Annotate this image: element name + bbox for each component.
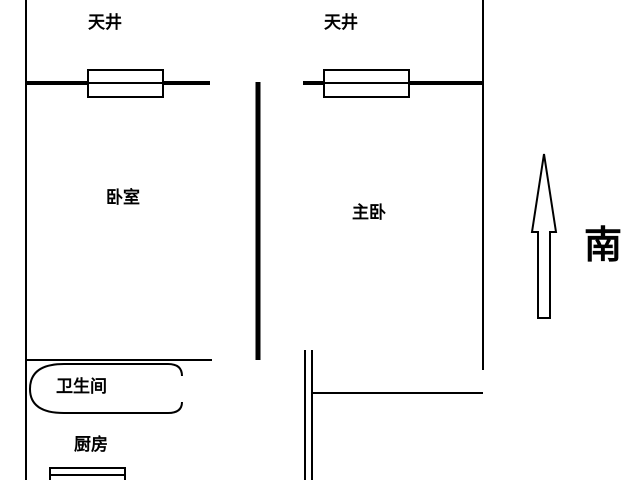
label-bathroom: 卫生间: [56, 376, 107, 397]
north-arrow-icon: [530, 153, 558, 319]
bathroom-fixture: [28, 363, 183, 414]
label-kitchen: 厨房: [74, 434, 108, 455]
label-courtyard-left: 天井: [88, 12, 122, 33]
label-south: 南: [584, 223, 622, 267]
label-courtyard-right: 天井: [324, 12, 358, 33]
label-master-bedroom: 主卧: [352, 202, 386, 223]
label-bedroom: 卧室: [106, 187, 140, 208]
